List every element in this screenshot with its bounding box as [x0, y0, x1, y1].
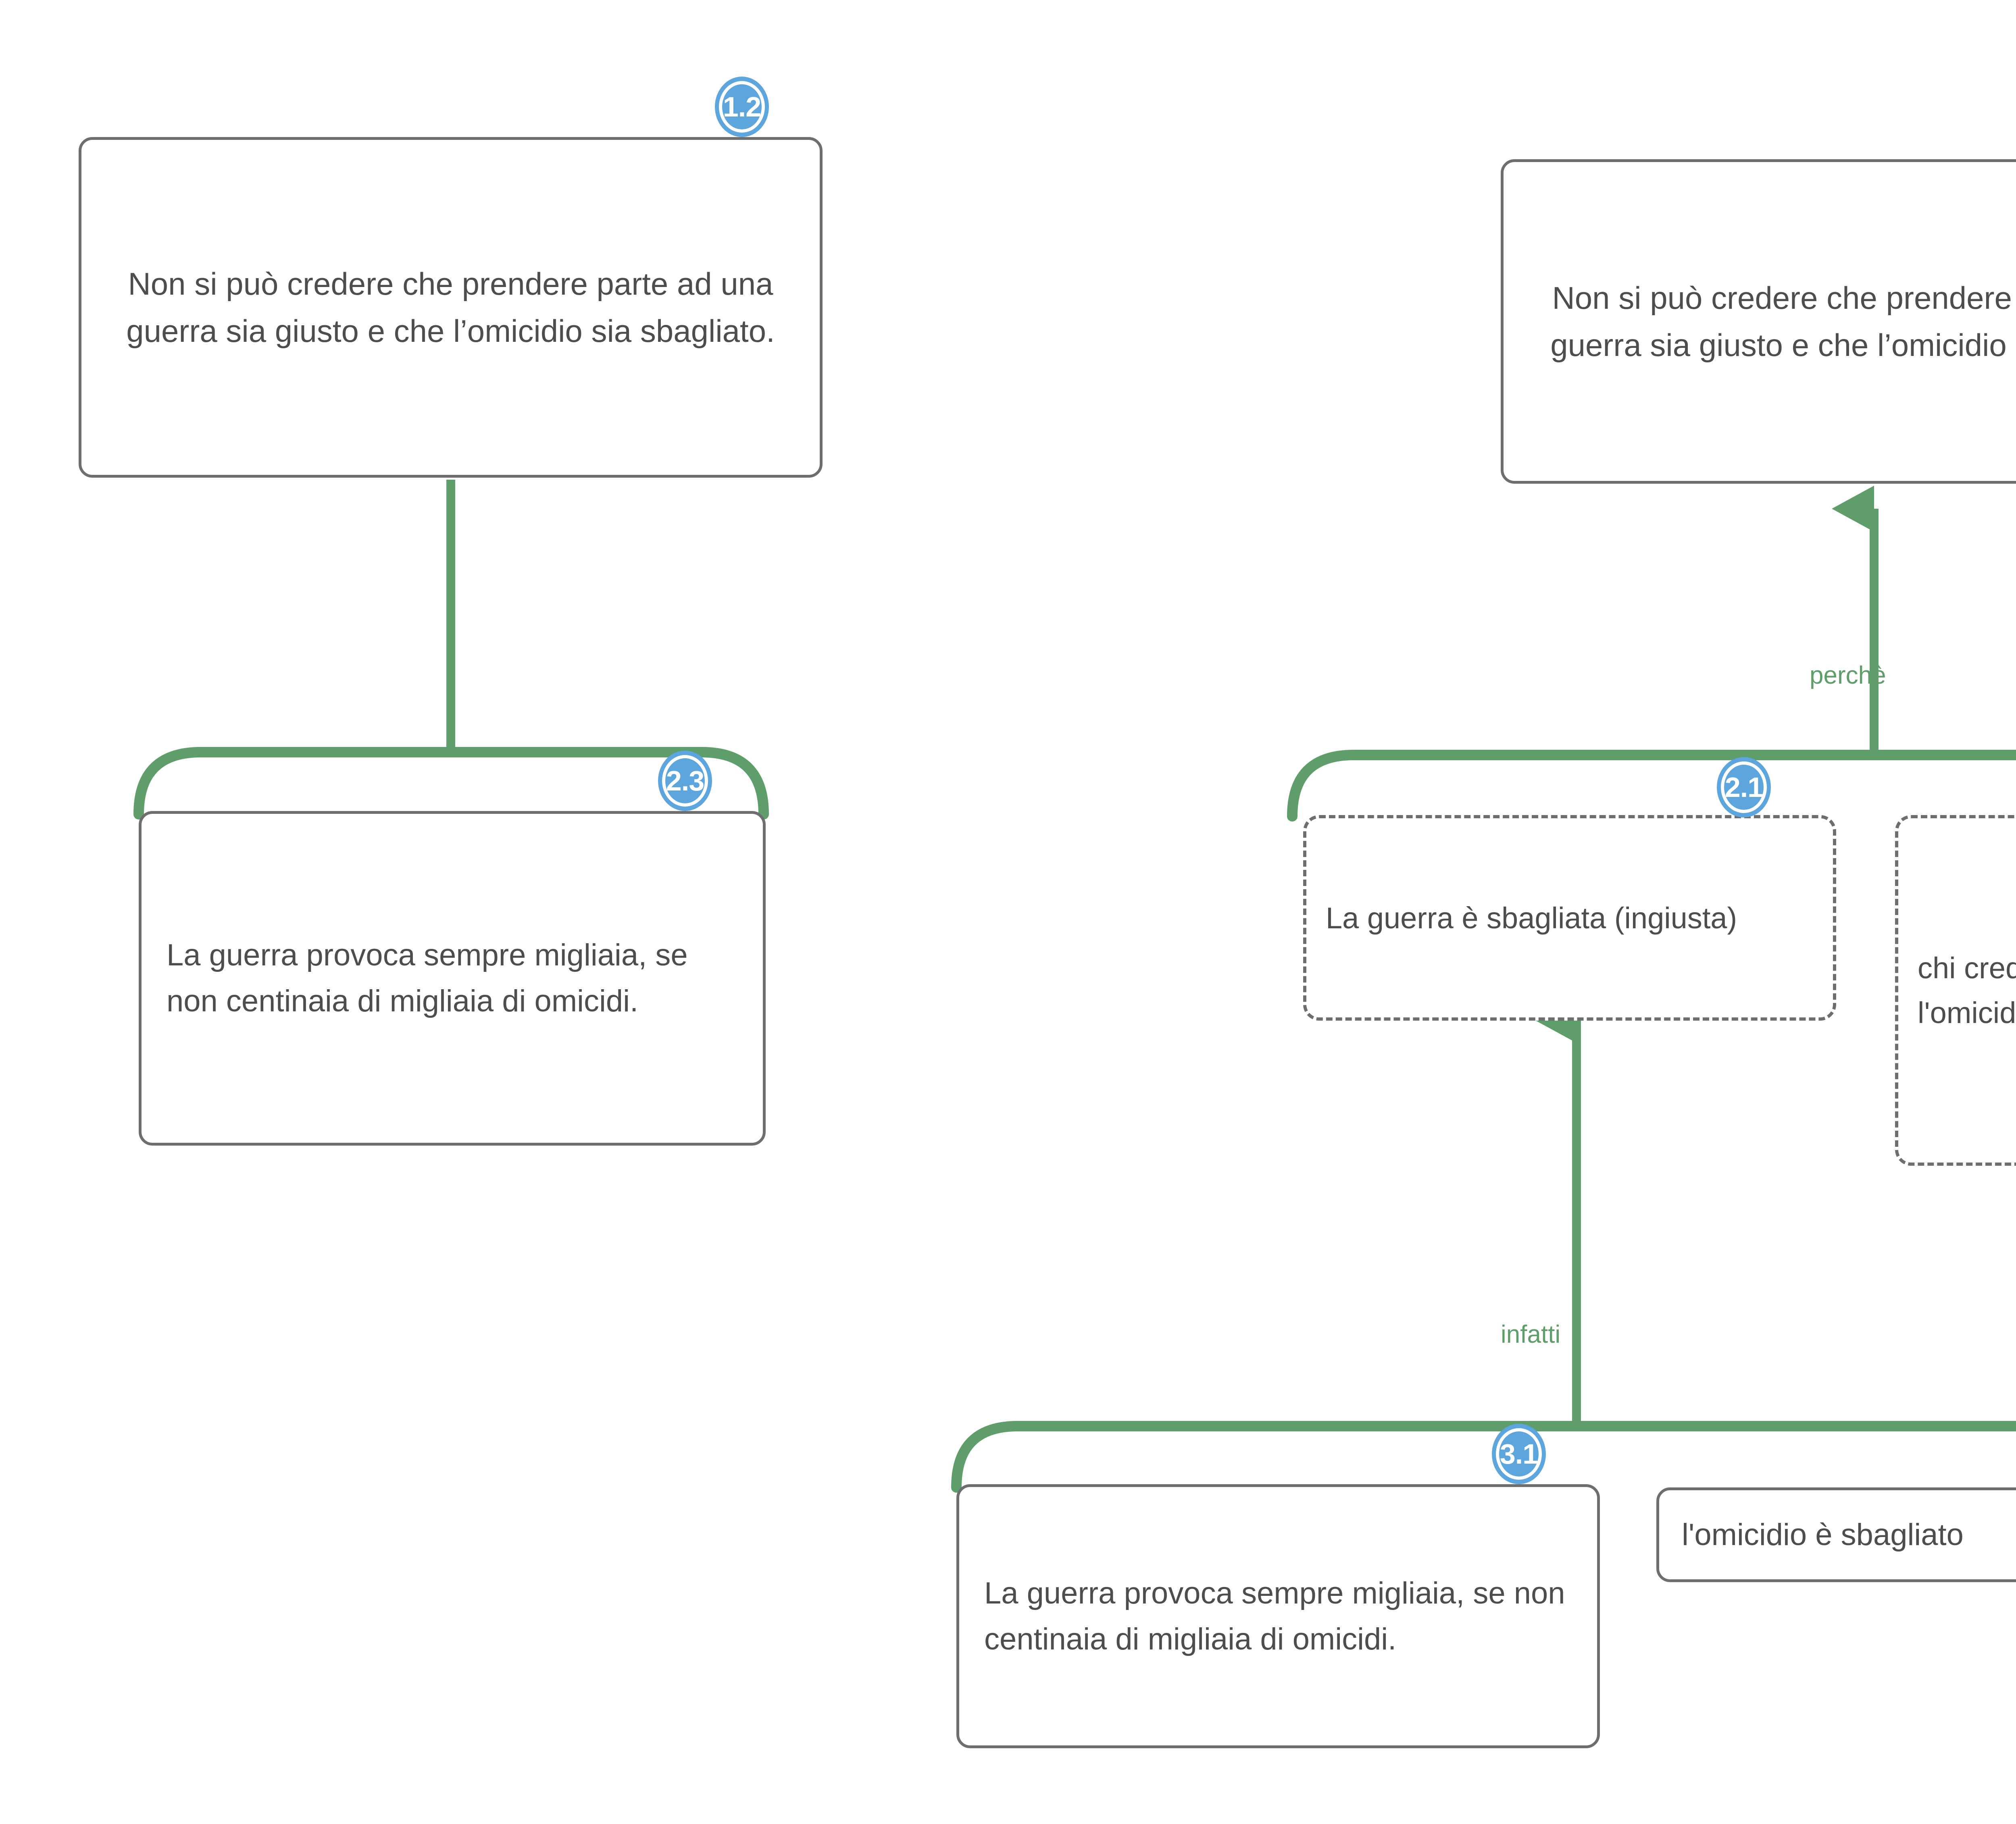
- node-3-2[interactable]: l'omicidio è sbagliato: [1656, 1487, 2016, 1582]
- node-badge-3-1[interactable]: 3.1: [1492, 1424, 1546, 1484]
- node-3-1-text: La guerra provoca sempre migliaia, se no…: [984, 1576, 1565, 1656]
- node-2-1[interactable]: La guerra è sbagliata (ingiusta): [1303, 815, 1836, 1021]
- edge-infatti: [951, 996, 2016, 1493]
- node-2-1-text: La guerra è sbagliata (ingiusta): [1326, 901, 1737, 935]
- node-2-3-text: La guerra provoca sempre migliaia, se no…: [167, 938, 688, 1018]
- node-1-2-text: Non si può credere che prendere parte ad…: [126, 266, 775, 349]
- edge-perche: [1287, 485, 2016, 822]
- node-3-2-text: l'omicidio è sbagliato: [1682, 1517, 1964, 1552]
- node-1-1-text: Non si può credere che prendere parte ad…: [1550, 280, 2016, 363]
- node-1-2[interactable]: Non si può credere che prendere parte ad…: [79, 137, 823, 478]
- node-2-2[interactable]: chi crede che la guerra è giusta e l'omi…: [1895, 815, 2016, 1166]
- edge-label-infatti: infatti: [1501, 1321, 1561, 1348]
- node-3-1[interactable]: La guerra provoca sempre migliaia, se no…: [956, 1484, 1600, 1748]
- edge-label-perche: perchè: [1810, 661, 1886, 689]
- node-1-1[interactable]: Non si può credere che prendere parte ad…: [1501, 159, 2016, 484]
- node-2-3[interactable]: La guerra provoca sempre migliaia, se no…: [139, 811, 766, 1146]
- node-badge-2-3[interactable]: 2.3: [658, 751, 712, 811]
- node-2-2-text: chi crede che la guerra è giusta e l'omi…: [1918, 951, 2016, 1030]
- node-badge-2-1[interactable]: 2.1: [1717, 757, 1771, 817]
- node-badge-1-2[interactable]: 1.2: [715, 77, 769, 137]
